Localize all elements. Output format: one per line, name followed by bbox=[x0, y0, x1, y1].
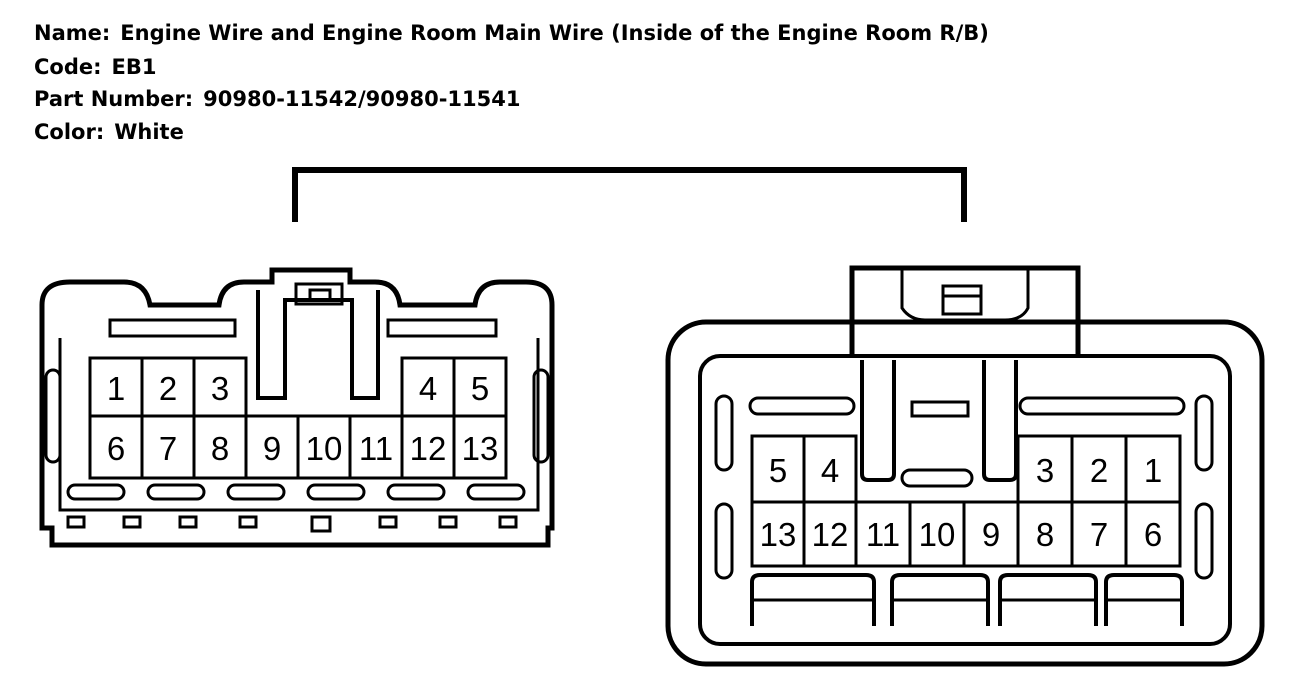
left-pin-label: 3 bbox=[211, 370, 229, 407]
name-line: Name: Engine Wire and Engine Room Main Wi… bbox=[34, 23, 989, 44]
right-inner-rail-right bbox=[1018, 396, 1186, 416]
left-side-notch-right bbox=[532, 368, 550, 464]
right-pin-label: 13 bbox=[760, 516, 797, 553]
right-latch-tab bbox=[941, 284, 983, 316]
right-pin-label: 4 bbox=[821, 452, 839, 489]
right-pin-cells bbox=[750, 434, 1182, 568]
left-latch-tab bbox=[308, 288, 332, 302]
right-connector-outer-body bbox=[665, 319, 1265, 667]
right-connector-latch-arm bbox=[860, 360, 1018, 482]
right-pin-label: 7 bbox=[1090, 516, 1108, 553]
part-number-label: Part Number: bbox=[34, 87, 194, 111]
right-connector-latch-housing bbox=[849, 265, 1081, 356]
right-connector-inner-body bbox=[698, 354, 1232, 646]
right-pin-label: 11 bbox=[866, 516, 900, 553]
left-pin-label: 8 bbox=[211, 430, 229, 467]
left-pin-label: 4 bbox=[419, 370, 437, 407]
pairing-bracket bbox=[292, 167, 967, 222]
right-connector: 5 4 3 2 1 13 12 11 10 9 8 7 6 bbox=[665, 265, 1265, 667]
left-pin-label: 13 bbox=[462, 430, 499, 467]
right-side-notch bbox=[714, 502, 734, 580]
left-pin-label: 11 bbox=[359, 430, 393, 467]
name-value: Engine Wire and Engine Room Main Wire (I… bbox=[120, 21, 989, 45]
code-value: EB1 bbox=[111, 55, 157, 79]
left-pin-label: 2 bbox=[159, 370, 177, 407]
left-latch-window bbox=[294, 282, 344, 306]
left-bottom-slot bbox=[226, 483, 286, 501]
left-bottom-slot bbox=[466, 483, 526, 501]
left-bottom-slot bbox=[306, 483, 366, 501]
code-label: Code: bbox=[34, 55, 102, 79]
left-bottom-slot bbox=[66, 483, 126, 501]
left-inner-ledge-right bbox=[386, 318, 498, 338]
right-pin-label: 6 bbox=[1144, 516, 1162, 553]
right-side-notch bbox=[714, 394, 734, 472]
left-pin-label: 10 bbox=[306, 430, 343, 467]
right-pin-label: 8 bbox=[1036, 516, 1054, 553]
part-number-value: 90980-11542/90980-11541 bbox=[203, 87, 521, 111]
right-pin-label: 3 bbox=[1036, 452, 1054, 489]
right-inner-rail-left bbox=[748, 396, 856, 416]
left-connector: 1 2 3 4 5 6 7 8 9 10 11 12 13 bbox=[39, 267, 555, 548]
left-inner-ledge-left bbox=[108, 318, 237, 338]
right-lower-compartments bbox=[750, 573, 1184, 626]
right-pin-label: 1 bbox=[1144, 452, 1162, 489]
left-side-notch-left bbox=[44, 368, 62, 464]
right-pin-label: 2 bbox=[1090, 452, 1108, 489]
right-latch-bottom-slot bbox=[900, 468, 974, 488]
right-latch-small-tab bbox=[910, 400, 970, 418]
right-side-notch bbox=[1194, 394, 1214, 472]
name-label: Name: bbox=[34, 21, 111, 45]
left-bottom-slot bbox=[146, 483, 206, 501]
left-pin-label: 7 bbox=[159, 430, 177, 467]
right-side-notch bbox=[1194, 502, 1214, 580]
left-connector-outer-body bbox=[39, 267, 555, 548]
color-line: Color: White bbox=[34, 122, 184, 143]
left-pin-label: 12 bbox=[410, 430, 447, 467]
left-foot-tabs bbox=[66, 515, 518, 533]
code-line: Code: EB1 bbox=[34, 57, 156, 78]
color-label: Color: bbox=[34, 120, 105, 144]
right-pin-label: 9 bbox=[982, 516, 1000, 553]
left-connector-latch bbox=[256, 290, 380, 400]
right-pin-label: 10 bbox=[919, 516, 956, 553]
right-pin-label: 12 bbox=[812, 516, 849, 553]
left-pin-cells bbox=[88, 356, 508, 480]
left-pin-label: 5 bbox=[471, 370, 489, 407]
left-pin-label: 6 bbox=[107, 430, 125, 467]
left-pin-label: 9 bbox=[263, 430, 281, 467]
left-bottom-slot bbox=[386, 483, 446, 501]
part-number-line: Part Number: 90980-11542/90980-11541 bbox=[34, 89, 520, 110]
color-value: White bbox=[114, 120, 184, 144]
right-pin-label: 5 bbox=[769, 452, 787, 489]
left-pin-label: 1 bbox=[107, 370, 125, 407]
right-latch-cover bbox=[900, 270, 1030, 322]
